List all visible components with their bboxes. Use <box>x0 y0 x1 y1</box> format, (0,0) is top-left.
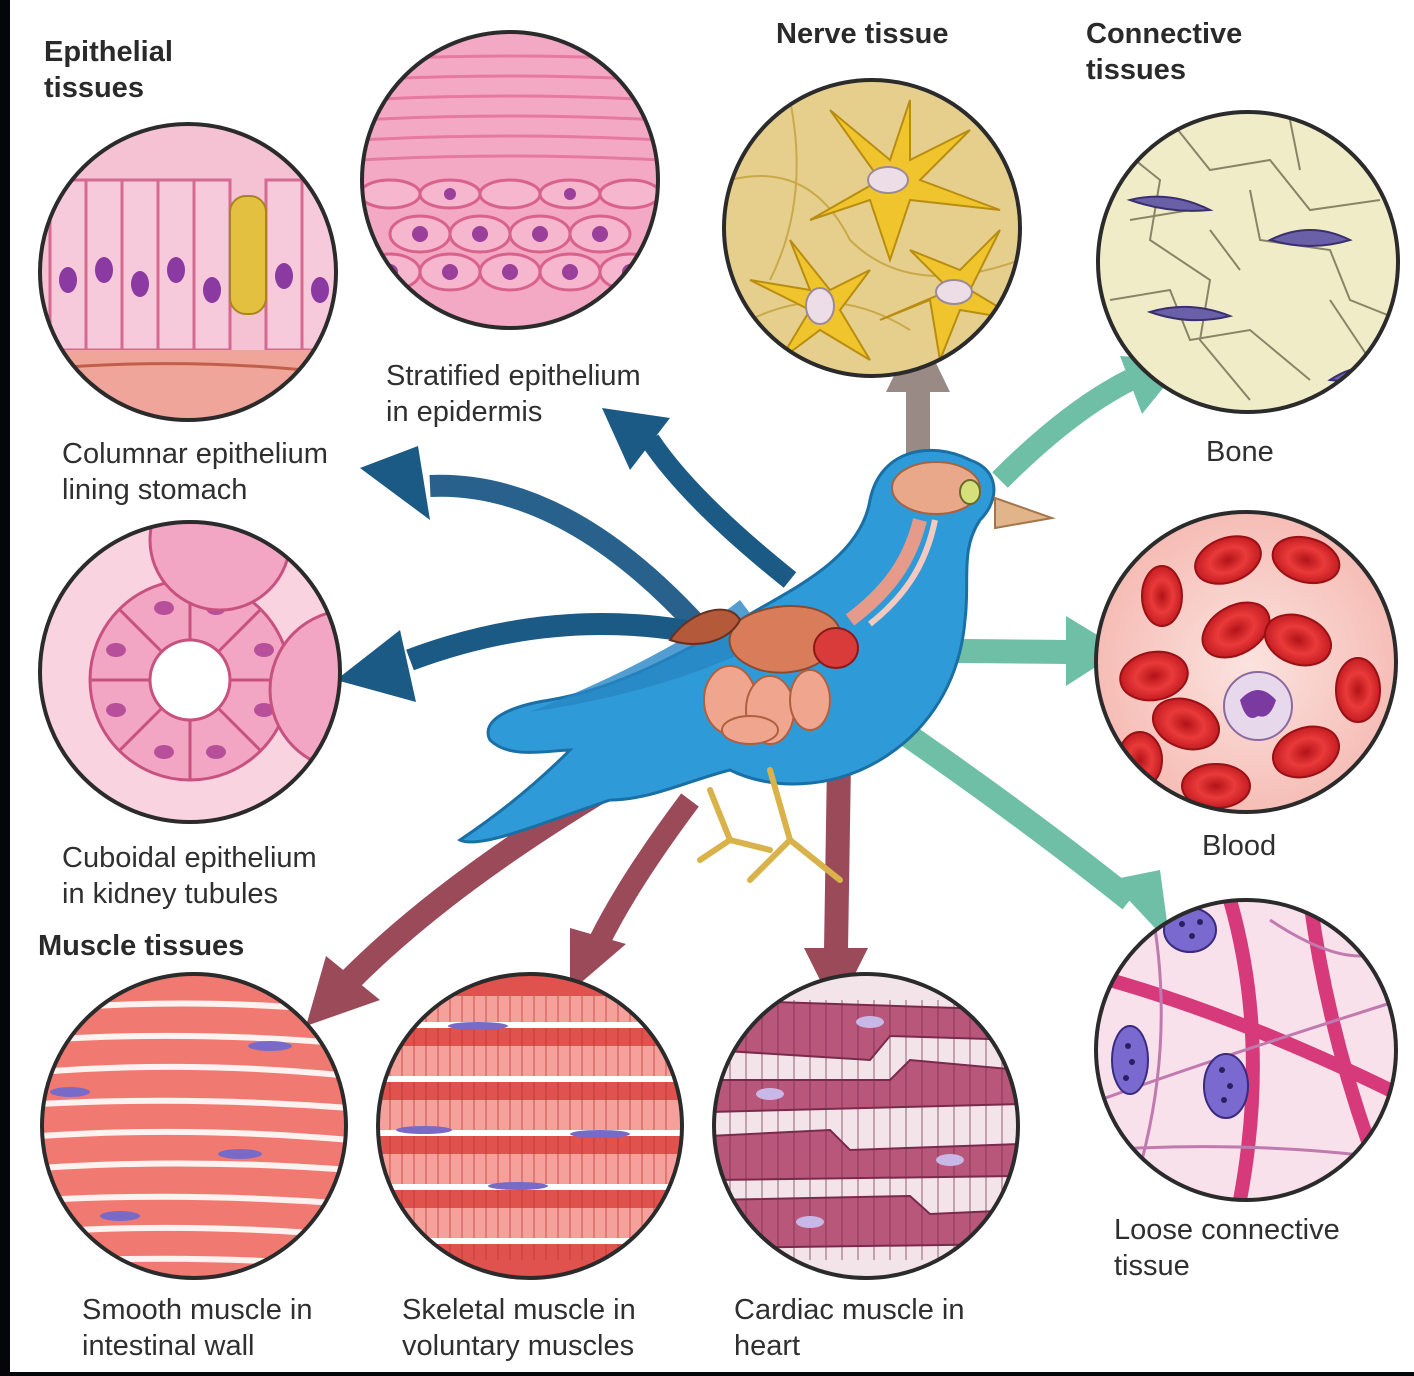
label-bone-line1: Bone <box>1206 434 1274 470</box>
columnar-epithelium-circle <box>30 120 350 430</box>
label-skeletal-line1: Skeletal muscle in <box>402 1292 636 1328</box>
label-bone: Bone <box>1206 434 1274 470</box>
label-smooth-line1: Smooth muscle in <box>82 1292 313 1328</box>
label-smooth-muscle: Smooth muscle in intestinal wall <box>82 1292 313 1364</box>
heading-connective-tissues: Connective tissues <box>1086 16 1242 88</box>
label-stratified-line1: Stratified epithelium <box>386 358 641 394</box>
bird-eye <box>960 480 980 504</box>
label-cardiac-muscle: Cardiac muscle in heart <box>734 1292 964 1364</box>
arrow-to-loose <box>900 730 1130 900</box>
label-blood-line1: Blood <box>1202 828 1276 864</box>
label-columnar-line2: lining stomach <box>62 472 328 508</box>
label-cuboidal-line2: in kidney tubules <box>62 876 317 912</box>
bird-beak <box>995 498 1052 528</box>
heading-nerve-tissue: Nerve tissue <box>776 16 949 52</box>
heading-muscle-tissues: Muscle tissues <box>38 928 244 964</box>
label-loose-connective: Loose connective tissue <box>1114 1212 1340 1284</box>
heading-epithelial-line1: Epithelial <box>44 34 173 70</box>
arrow-head-columnar <box>360 446 430 520</box>
label-skeletal-muscle: Skeletal muscle in voluntary muscles <box>402 1292 636 1364</box>
label-loose-line2: tissue <box>1114 1248 1340 1284</box>
label-stratified-epithelium: Stratified epithelium in epidermis <box>386 358 641 430</box>
label-cardiac-line1: Cardiac muscle in <box>734 1292 964 1328</box>
cuboidal-epithelium-circle <box>30 470 430 830</box>
arrow-to-stratified <box>650 440 790 580</box>
heading-muscle-line1: Muscle tissues <box>38 928 244 964</box>
heading-connective-line1: Connective <box>1086 16 1242 52</box>
label-cuboidal-epithelium: Cuboidal epithelium in kidney tubules <box>62 840 317 912</box>
label-loose-line1: Loose connective <box>1114 1212 1340 1248</box>
heading-connective-line2: tissues <box>1086 52 1242 88</box>
label-columnar-epithelium: Columnar epithelium lining stomach <box>62 436 328 508</box>
heading-epithelial-tissues: Epithelial tissues <box>44 34 173 106</box>
label-blood: Blood <box>1202 828 1276 864</box>
bird-heart <box>814 628 858 668</box>
label-stratified-line2: in epidermis <box>386 394 641 430</box>
label-cuboidal-line1: Cuboidal epithelium <box>62 840 317 876</box>
heading-nerve-line1: Nerve tissue <box>776 16 949 52</box>
tissue-diagram <box>10 0 1414 1372</box>
bird-feet <box>700 770 840 880</box>
label-skeletal-line2: voluntary muscles <box>402 1328 636 1364</box>
diagram-panel: Epithelial tissues Nerve tissue Connecti… <box>10 0 1414 1372</box>
arrow-head-cuboidal <box>336 630 416 702</box>
heading-epithelial-line2: tissues <box>44 70 173 106</box>
arrow-to-bone <box>1000 380 1130 480</box>
arrow-to-skeletal <box>600 800 690 940</box>
label-cardiac-line2: heart <box>734 1328 964 1364</box>
label-smooth-line2: intestinal wall <box>82 1328 313 1364</box>
label-columnar-line1: Columnar epithelium <box>62 436 328 472</box>
